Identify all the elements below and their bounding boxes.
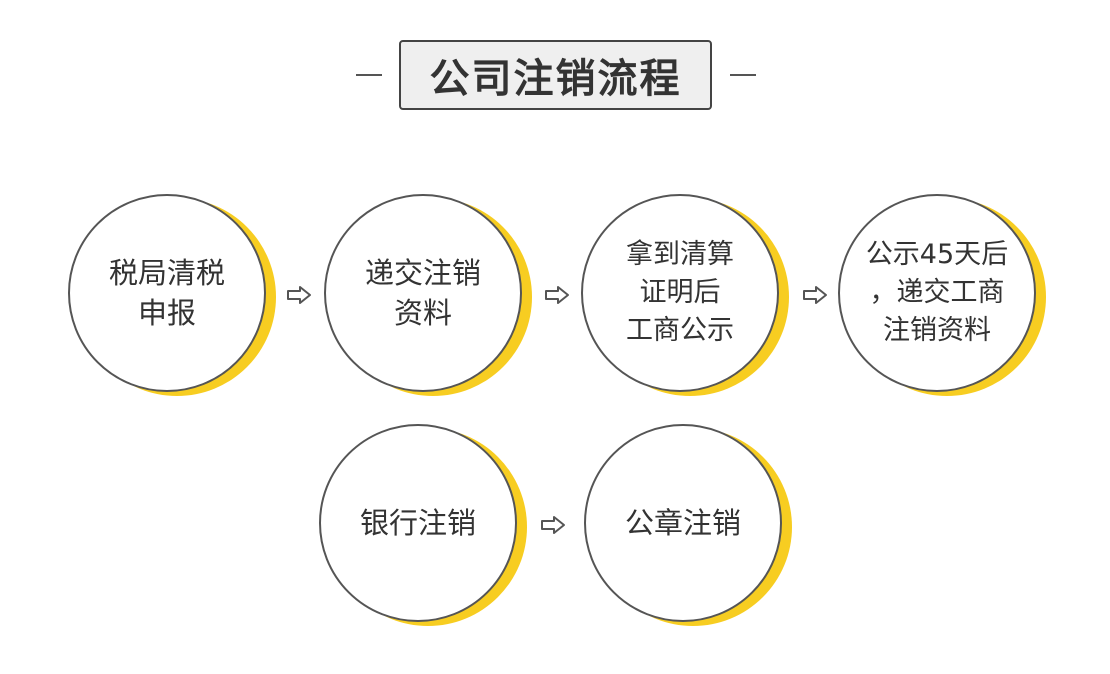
step-2-submit-documents: 递交注销 资料 bbox=[324, 194, 532, 398]
step-5-bank-deregistration: 银行注销 bbox=[319, 424, 527, 628]
step-label: 税局清税 申报 bbox=[108, 256, 225, 330]
step-label: 公章注销 bbox=[624, 506, 741, 540]
step-label: 银行注销 bbox=[359, 506, 476, 540]
step-circle: 公示45天后 ，递交工商 注销资料 bbox=[838, 194, 1036, 392]
step-3-liquidation-certificate: 拿到清算 证明后 工商公示 bbox=[581, 194, 789, 398]
step-label: 公示45天后 ，递交工商 注销资料 bbox=[865, 239, 1009, 346]
right-hollow-arrow-icon bbox=[540, 515, 566, 535]
step-circle: 银行注销 bbox=[319, 424, 517, 622]
right-hollow-arrow-icon bbox=[286, 285, 312, 305]
step-4-commerce-deregistration: 公示45天后 ，递交工商 注销资料 bbox=[838, 194, 1046, 398]
step-circle: 税局清税 申报 bbox=[68, 194, 266, 392]
title-decor-line-right bbox=[730, 74, 756, 76]
title-decor-line-left bbox=[356, 74, 382, 76]
step-6-seal-deregistration: 公章注销 bbox=[584, 424, 792, 628]
right-hollow-arrow-icon bbox=[802, 285, 828, 305]
step-circle: 拿到清算 证明后 工商公示 bbox=[581, 194, 779, 392]
step-1-tax-clearance: 税局清税 申报 bbox=[68, 194, 276, 398]
right-hollow-arrow-icon bbox=[544, 285, 570, 305]
step-circle: 公章注销 bbox=[584, 424, 782, 622]
step-label: 拿到清算 证明后 工商公示 bbox=[626, 239, 734, 346]
page-title: 公司注销流程 bbox=[399, 40, 712, 110]
step-label: 递交注销 资料 bbox=[364, 256, 481, 330]
title-area: 公司注销流程 bbox=[0, 0, 1110, 150]
step-circle: 递交注销 资料 bbox=[324, 194, 522, 392]
